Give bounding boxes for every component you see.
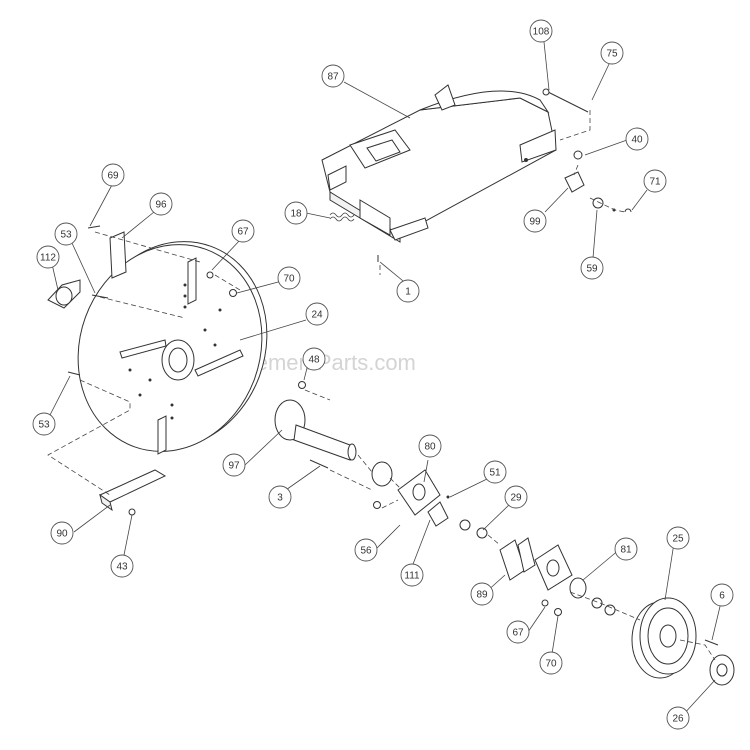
callout-87: 87 <box>321 64 345 88</box>
svg-text:67: 67 <box>512 628 524 639</box>
svg-text:112: 112 <box>40 253 56 264</box>
belt-guard-housing <box>321 84 557 243</box>
pulley <box>631 597 735 686</box>
callout-48: 48 <box>302 347 326 371</box>
callout-25: 25 <box>666 526 690 550</box>
callouts: 108 75 87 40 71 99 59 18 <box>32 19 734 730</box>
svg-text:87: 87 <box>327 72 339 83</box>
callout-90: 90 <box>50 521 74 545</box>
callout-40: 40 <box>625 127 649 151</box>
svg-text:18: 18 <box>290 209 302 220</box>
svg-text:89: 89 <box>476 590 488 601</box>
svg-text:80: 80 <box>424 442 436 453</box>
callout-1: 1 <box>396 279 420 303</box>
callout-81: 81 <box>614 537 638 561</box>
svg-text:108: 108 <box>533 27 550 38</box>
svg-text:70: 70 <box>283 274 295 285</box>
drive-disc <box>77 241 268 455</box>
svg-text:24: 24 <box>311 310 323 321</box>
callout-67-upper: 67 <box>231 219 255 243</box>
svg-text:53: 53 <box>60 230 72 241</box>
svg-text:51: 51 <box>489 468 501 479</box>
disc-hardware <box>47 225 306 516</box>
callout-29: 29 <box>504 485 528 509</box>
callout-26: 26 <box>666 706 690 730</box>
callout-69: 69 <box>101 163 125 187</box>
svg-text:67: 67 <box>237 227 249 238</box>
svg-text:3: 3 <box>277 493 283 504</box>
svg-text:69: 69 <box>107 171 119 182</box>
callout-70-lower: 70 <box>539 651 563 675</box>
callout-18: 18 <box>284 201 308 225</box>
callout-89: 89 <box>470 582 494 606</box>
callout-24: 24 <box>305 302 329 326</box>
svg-text:43: 43 <box>116 562 128 573</box>
svg-text:81: 81 <box>620 545 632 556</box>
svg-text:1: 1 <box>405 287 411 298</box>
spring-part <box>329 212 355 222</box>
svg-text:56: 56 <box>360 546 372 557</box>
svg-text:26: 26 <box>672 714 684 725</box>
callout-112: 112 <box>36 245 60 269</box>
housing-hardware <box>377 88 632 262</box>
callout-3: 3 <box>268 485 292 509</box>
callout-70-upper: 70 <box>277 266 301 290</box>
svg-text:96: 96 <box>155 200 167 211</box>
svg-text:6: 6 <box>719 591 725 602</box>
callout-96: 96 <box>149 192 173 216</box>
callout-75: 75 <box>600 41 624 65</box>
callout-53-lower: 53 <box>32 412 56 436</box>
bearing-assembly <box>371 461 488 539</box>
callout-6: 6 <box>710 583 734 607</box>
callout-51: 51 <box>483 460 507 484</box>
callout-43: 43 <box>110 554 134 578</box>
svg-text:111: 111 <box>404 571 420 582</box>
svg-text:29: 29 <box>510 493 522 504</box>
drive-shaft <box>274 399 357 469</box>
second-bearing-assembly <box>499 537 616 616</box>
callout-56: 56 <box>354 538 378 562</box>
svg-text:59: 59 <box>586 264 598 275</box>
callout-80: 80 <box>418 434 442 458</box>
svg-text:75: 75 <box>606 49 618 60</box>
callout-59: 59 <box>580 256 604 280</box>
svg-text:48: 48 <box>308 355 320 366</box>
callout-53-upper: 53 <box>54 222 78 246</box>
callout-99: 99 <box>523 209 547 233</box>
svg-text:25: 25 <box>672 534 684 545</box>
callout-108: 108 <box>529 19 553 43</box>
svg-text:97: 97 <box>228 461 240 472</box>
callout-67-lower: 67 <box>506 620 530 644</box>
callout-97: 97 <box>222 453 246 477</box>
svg-text:99: 99 <box>529 217 541 228</box>
svg-text:71: 71 <box>649 177 661 188</box>
callout-111: 111 <box>400 563 424 587</box>
svg-text:53: 53 <box>38 420 50 431</box>
svg-text:70: 70 <box>545 659 557 670</box>
callout-71: 71 <box>643 169 667 193</box>
assembly-lines <box>47 110 716 661</box>
svg-text:40: 40 <box>631 135 643 146</box>
svg-text:90: 90 <box>56 529 68 540</box>
